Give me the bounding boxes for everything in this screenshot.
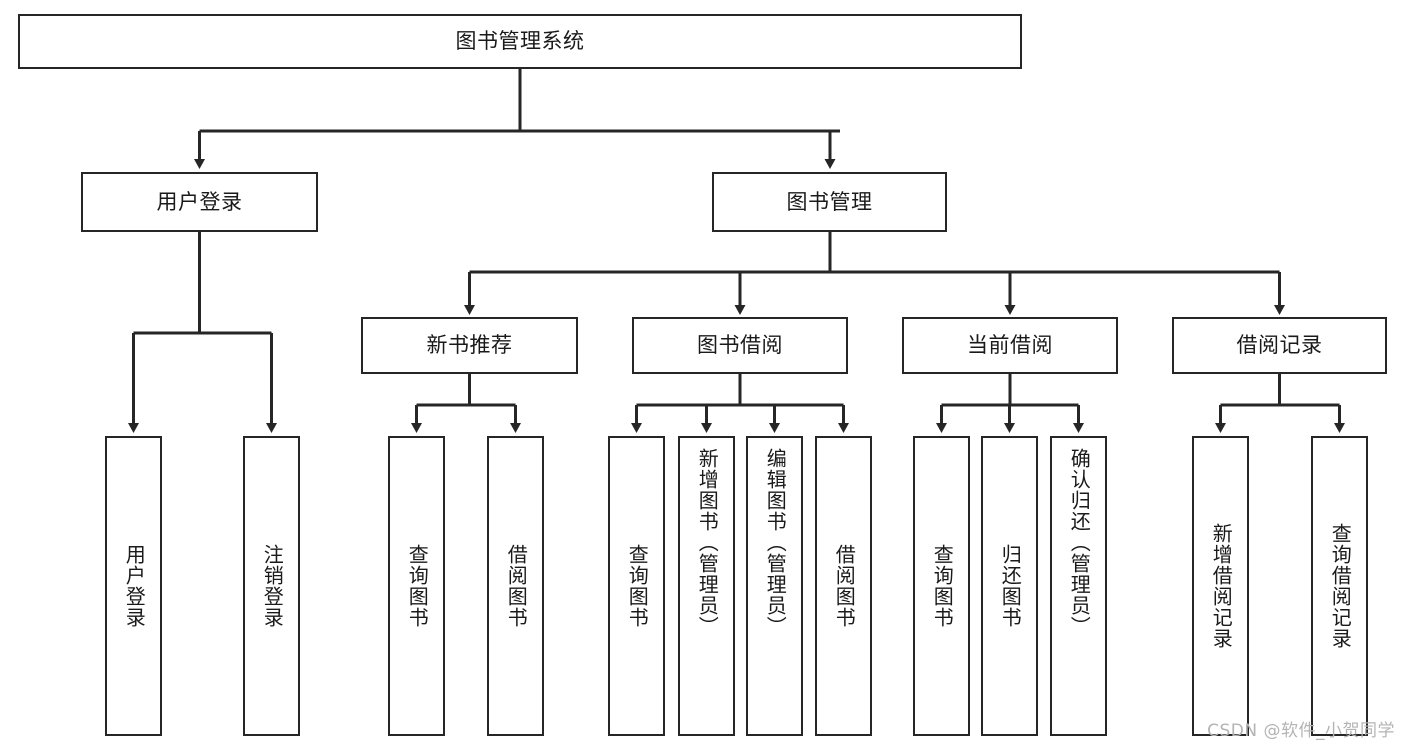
node-root[interactable]: 图书管理系统 <box>18 14 1022 69</box>
node-label: 图书管理系统 <box>455 29 585 54</box>
node-label: 查询图书 <box>625 544 650 628</box>
node-label: 借阅图书 <box>504 544 529 628</box>
node-label: 查询图书 <box>405 544 430 628</box>
leaf-query-book-new[interactable]: 查询图书 <box>388 436 445 736</box>
leaf-return-book[interactable]: 归还图书 <box>981 436 1038 736</box>
leaf-user-login[interactable]: 用户登录 <box>105 436 162 736</box>
node-label: 新增图书（管理员） <box>695 448 720 637</box>
node-book-borrow[interactable]: 图书借阅 <box>632 317 848 374</box>
node-label: 用户登录 <box>122 544 147 628</box>
leaf-edit-book-admin[interactable]: 编辑图书（管理员） <box>746 436 803 736</box>
node-label: 用户登录 <box>156 189 243 214</box>
node-label: 注销登录 <box>260 544 285 628</box>
node-label: 当前借阅 <box>967 333 1053 358</box>
node-label: 编辑图书（管理员） <box>763 448 788 637</box>
leaf-user-logout[interactable]: 注销登录 <box>243 436 300 736</box>
leaf-confirm-return-admin[interactable]: 确认归还（管理员） <box>1050 436 1107 736</box>
node-label: 确认归还（管理员） <box>1067 448 1092 637</box>
node-label: 借阅记录 <box>1236 333 1323 358</box>
leaf-borrow-book[interactable]: 借阅图书 <box>815 436 872 736</box>
node-borrow-record[interactable]: 借阅记录 <box>1172 317 1387 374</box>
node-current-borrow[interactable]: 当前借阅 <box>902 317 1118 374</box>
leaf-query-borrow-record[interactable]: 查询借阅记录 <box>1311 436 1368 736</box>
node-label: 归还图书 <box>998 544 1023 628</box>
node-label: 新增借阅记录 <box>1209 523 1234 649</box>
leaf-add-book-admin[interactable]: 新增图书（管理员） <box>678 436 735 736</box>
node-new-book-recommend[interactable]: 新书推荐 <box>361 317 578 374</box>
leaf-query-book-borrow[interactable]: 查询图书 <box>608 436 665 736</box>
leaf-query-book-current[interactable]: 查询图书 <box>913 436 970 736</box>
node-book-management[interactable]: 图书管理 <box>712 172 947 232</box>
node-label: 图书借阅 <box>697 333 783 358</box>
node-user-login[interactable]: 用户登录 <box>81 172 318 232</box>
node-label: 查询借阅记录 <box>1328 523 1353 649</box>
node-label: 查询图书 <box>930 544 955 628</box>
node-label: 借阅图书 <box>832 544 857 628</box>
node-label: 新书推荐 <box>426 333 513 358</box>
watermark-text: CSDN @软件_小贺同学 <box>1207 721 1395 741</box>
node-label: 图书管理 <box>786 189 873 214</box>
leaf-borrow-book-new[interactable]: 借阅图书 <box>487 436 544 736</box>
leaf-add-borrow-record[interactable]: 新增借阅记录 <box>1192 436 1249 736</box>
